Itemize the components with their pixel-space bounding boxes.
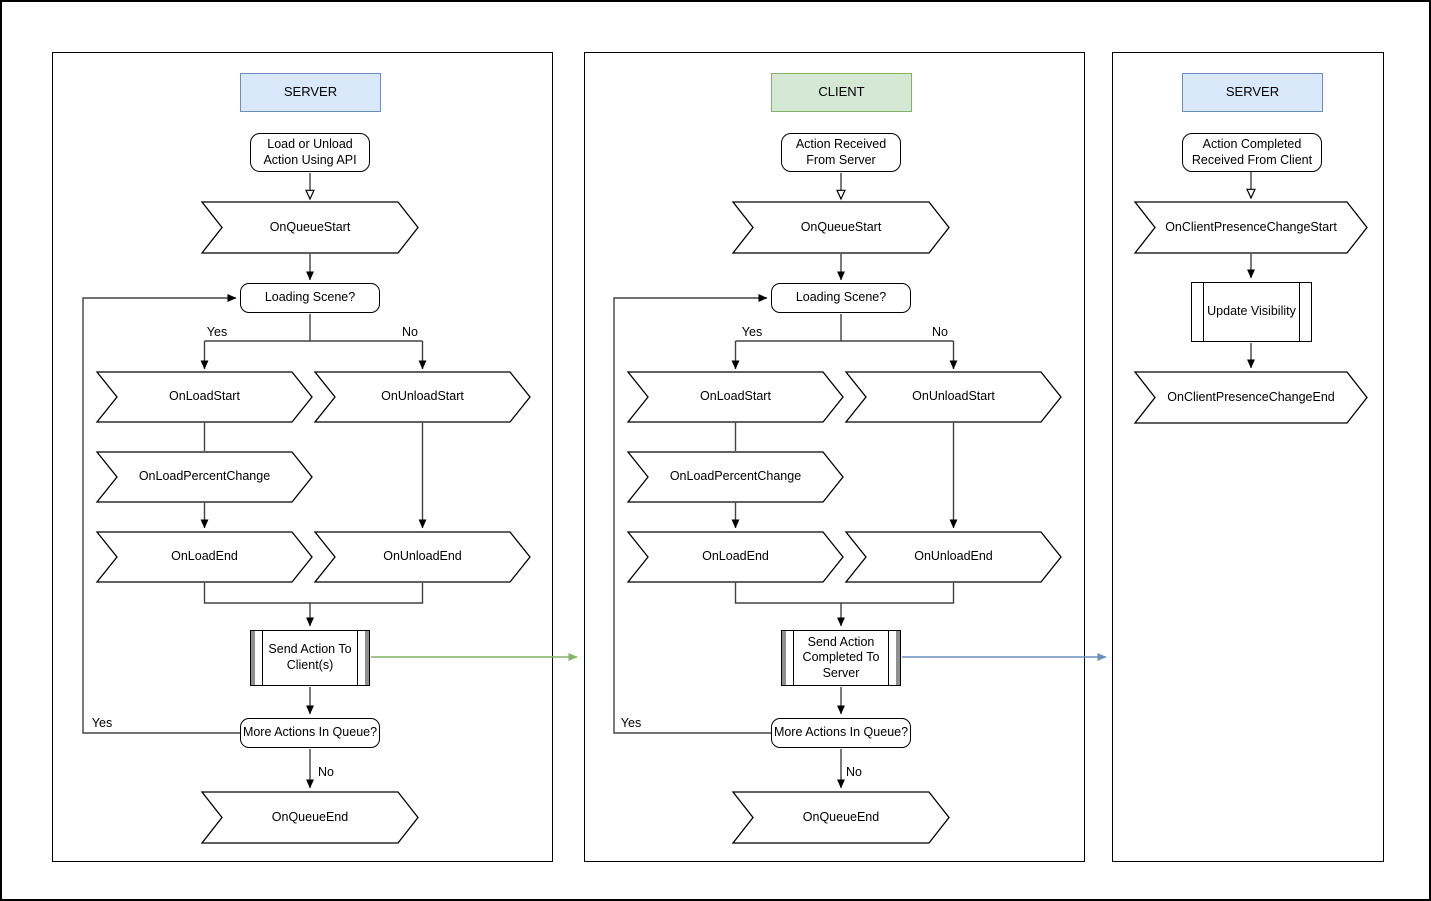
- event-onloadstart-1: OnLoadStart: [95, 371, 313, 423]
- event-onclientpresencechangestart-label: OnClientPresenceChangeStart: [1165, 219, 1337, 234]
- node-load-or-unload-action-label: Load or Unload Action Using API: [263, 136, 357, 167]
- event-onunloadstart-2: OnUnloadStart: [844, 371, 1062, 423]
- loop-yes-label-2: Yes: [620, 716, 642, 730]
- process-send-action-to-clients: Send Action To Client(s): [250, 630, 370, 686]
- event-onunloadend-2: OnUnloadEnd: [844, 531, 1062, 583]
- event-onunloadend-1-label: OnUnloadEnd: [383, 549, 462, 564]
- branch-yes-label-1: Yes: [206, 325, 228, 339]
- lane-header-server-2-label: SERVER: [1225, 84, 1280, 100]
- event-onqueuestart-2: OnQueueStart: [731, 201, 950, 254]
- decision-loading-scene-1: Loading Scene?: [240, 283, 380, 313]
- decision-loading-scene-2-label: Loading Scene?: [795, 290, 887, 305]
- event-onloadpercentchange-2-label: OnLoadPercentChange: [669, 469, 802, 484]
- event-onclientpresencechangestart: OnClientPresenceChangeStart: [1133, 201, 1368, 254]
- process-update-visibility: Update Visibility: [1191, 282, 1312, 342]
- branch-no-label-2: No: [932, 325, 948, 339]
- exit-no-label-1: No: [318, 765, 334, 779]
- event-onqueuestart-1: OnQueueStart: [200, 201, 419, 254]
- event-onqueueend-2: OnQueueEnd: [731, 791, 950, 844]
- process-edge-bar: [782, 631, 786, 685]
- event-onqueueend-1: OnQueueEnd: [200, 791, 419, 844]
- event-onunloadstart-1-label: OnUnloadStart: [381, 389, 464, 404]
- node-action-completed-received-label: Action Completed Received From Client: [1191, 136, 1313, 167]
- process-send-action-completed-to-server: Send Action Completed To Server: [781, 630, 901, 686]
- process-update-visibility-label: Update Visibility: [1207, 304, 1296, 319]
- node-action-received-from-server-label: Action Received From Server: [795, 136, 887, 167]
- lane-header-client: CLIENT: [771, 73, 912, 112]
- event-onclientpresencechangeend: OnClientPresenceChangeEnd: [1133, 371, 1368, 424]
- event-onloadstart-2-label: OnLoadStart: [700, 389, 771, 404]
- event-onunloadstart-1: OnUnloadStart: [313, 371, 531, 423]
- panel-client: [584, 52, 1085, 862]
- process-edge-bar: [896, 631, 900, 685]
- event-onloadpercentchange-1: OnLoadPercentChange: [95, 451, 313, 503]
- branch-no-label-1: No: [402, 325, 418, 339]
- event-onunloadstart-2-label: OnUnloadStart: [912, 389, 995, 404]
- panel-server-inbound: [1112, 52, 1384, 862]
- node-action-completed-received: Action Completed Received From Client: [1182, 133, 1322, 172]
- panel-server-outbound: [52, 52, 553, 862]
- event-onloadend-1-label: OnLoadEnd: [171, 549, 238, 564]
- event-onqueuestart-2-label: OnQueueStart: [800, 219, 882, 234]
- node-action-received-from-server: Action Received From Server: [781, 133, 901, 172]
- lane-header-server-2: SERVER: [1182, 73, 1323, 112]
- event-onqueuestart-1-label: OnQueueStart: [269, 219, 351, 234]
- branch-yes-label-2: Yes: [741, 325, 763, 339]
- loop-yes-label-1: Yes: [91, 716, 113, 730]
- event-onloadstart-2: OnLoadStart: [626, 371, 844, 423]
- decision-more-actions-1: More Actions In Queue?: [240, 718, 380, 748]
- decision-more-actions-2-label: More Actions In Queue?: [773, 725, 909, 740]
- event-onqueueend-2-label: OnQueueEnd: [802, 809, 880, 824]
- decision-loading-scene-1-label: Loading Scene?: [264, 290, 356, 305]
- decision-loading-scene-2: Loading Scene?: [771, 283, 911, 313]
- lane-header-server-1-label: SERVER: [283, 84, 338, 100]
- event-onunloadend-2-label: OnUnloadEnd: [914, 549, 993, 564]
- event-onclientpresencechangeend-label: OnClientPresenceChangeEnd: [1167, 389, 1335, 404]
- event-onloadpercentchange-1-label: OnLoadPercentChange: [138, 469, 271, 484]
- exit-no-label-2: No: [846, 765, 862, 779]
- event-onqueueend-1-label: OnQueueEnd: [271, 809, 349, 824]
- node-load-or-unload-action: Load or Unload Action Using API: [250, 133, 370, 172]
- process-send-action-completed-to-server-label: Send Action Completed To Server: [802, 634, 880, 680]
- event-onunloadend-1: OnUnloadEnd: [313, 531, 531, 583]
- process-edge-bar: [251, 631, 255, 685]
- process-edge-bar: [365, 631, 369, 685]
- event-onloadstart-1-label: OnLoadStart: [169, 389, 240, 404]
- event-onloadend-2-label: OnLoadEnd: [702, 549, 769, 564]
- event-onloadend-2: OnLoadEnd: [626, 531, 844, 583]
- lane-header-client-label: CLIENT: [818, 84, 865, 100]
- lane-header-server-1: SERVER: [240, 73, 381, 112]
- decision-more-actions-1-label: More Actions In Queue?: [242, 725, 378, 740]
- event-onloadpercentchange-2: OnLoadPercentChange: [626, 451, 844, 503]
- event-onloadend-1: OnLoadEnd: [95, 531, 313, 583]
- process-send-action-to-clients-label: Send Action To Client(s): [268, 642, 352, 672]
- decision-more-actions-2: More Actions In Queue?: [771, 718, 911, 748]
